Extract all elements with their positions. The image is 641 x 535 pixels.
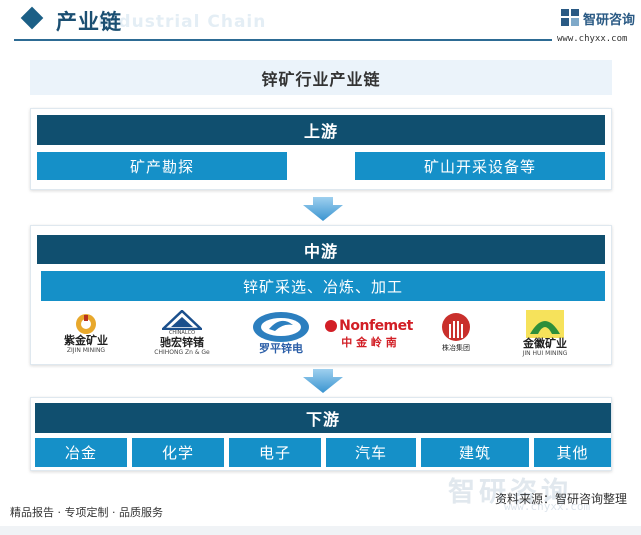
midstream-process: 锌矿采选、冶炼、加工 [41, 271, 605, 301]
brand-name: 智研咨询 [583, 13, 636, 28]
header-diamond-icon [20, 6, 44, 30]
chart-title: 锌矿行业产业链 [30, 60, 612, 95]
downstream-item-electronics: 电子 [229, 438, 321, 467]
logo-jinhui-mining: 金徽矿业 JIN HUI MINING [509, 308, 581, 358]
company-name-en: ZIJIN MINING [66, 346, 106, 354]
midstream-section: 中游 锌矿采选、冶炼、加工 紫金矿业 ZIJIN MINING CHINALCO… [30, 225, 612, 365]
footer-tagline: 精品报告 · 专项定制 · 品质服务 [10, 506, 163, 519]
upstream-header: 上游 [37, 115, 605, 145]
downstream-item-chemical: 化学 [132, 438, 224, 467]
logo-zhuye-group: 株冶集团 [431, 308, 481, 358]
brand-logo-icon [561, 9, 579, 26]
downstream-header: 下游 [35, 403, 611, 433]
upstream-section: 上游 矿产勘探 矿山开采设备等 [30, 108, 612, 190]
nonfemet-brand: Nonfemet [339, 317, 413, 334]
flow-arrow-down-icon [303, 197, 343, 221]
jinhui-emblem-icon [526, 309, 564, 338]
upstream-item-equipment: 矿山开采设备等 [355, 152, 605, 180]
downstream-item-automotive: 汽车 [326, 438, 416, 467]
company-name: 紫金矿业 [64, 333, 108, 347]
downstream-section: 下游 冶金 化学 电子 汽车 建筑 其他 [30, 397, 612, 471]
watermark-brand: 智研咨询 [448, 477, 572, 508]
downstream-item-other: 其他 [534, 438, 611, 467]
zhuye-emblem-icon [442, 313, 470, 341]
logo-zijin-mining: 紫金矿业 ZIJIN MINING [51, 308, 121, 358]
brand-url: www.chyxx.com [557, 34, 628, 44]
header-title-english: Industrial Chain [98, 12, 267, 32]
nonfemet-dot-icon [325, 319, 338, 332]
upstream-item-exploration: 矿产勘探 [37, 152, 287, 180]
company-name: 中 金 岭 南 [341, 335, 397, 349]
header-divider [14, 39, 552, 41]
nonfemet-wordmark: Nonfemet [325, 318, 413, 334]
chinalco-brand: CHINALCO [168, 330, 196, 336]
company-name-en: JIN HUI MINING [522, 349, 568, 357]
watermark-url: www.chyxx.com [504, 500, 591, 513]
footer-bar [0, 526, 641, 535]
flow-arrow-down-icon [303, 369, 343, 393]
downstream-item-construction: 建筑 [421, 438, 529, 467]
company-name: 罗平锌电 [259, 342, 303, 355]
header-title: 产业链 [56, 10, 122, 34]
source-note: 资料来源：智研咨询整理 [495, 492, 628, 506]
company-name: 驰宏锌锗 [160, 336, 204, 349]
company-name: 金徽矿业 [523, 336, 567, 350]
chinalco-emblem-icon [162, 310, 202, 330]
logo-luoping-zinc: 罗平锌电 [243, 308, 319, 358]
downstream-item-metallurgy: 冶金 [35, 438, 127, 467]
company-name: 株冶集团 [442, 344, 470, 352]
luoping-emblem-icon [253, 312, 309, 342]
logo-nonfemet: Nonfemet 中 金 岭 南 [325, 310, 413, 356]
logo-chihong: CHINALCO 驰宏锌锗 CHIHONG Zn & Ge [141, 308, 223, 358]
zijin-emblem-icon [76, 313, 96, 334]
company-name-en: CHIHONG Zn & Ge [154, 349, 210, 356]
midstream-header: 中游 [37, 235, 605, 264]
